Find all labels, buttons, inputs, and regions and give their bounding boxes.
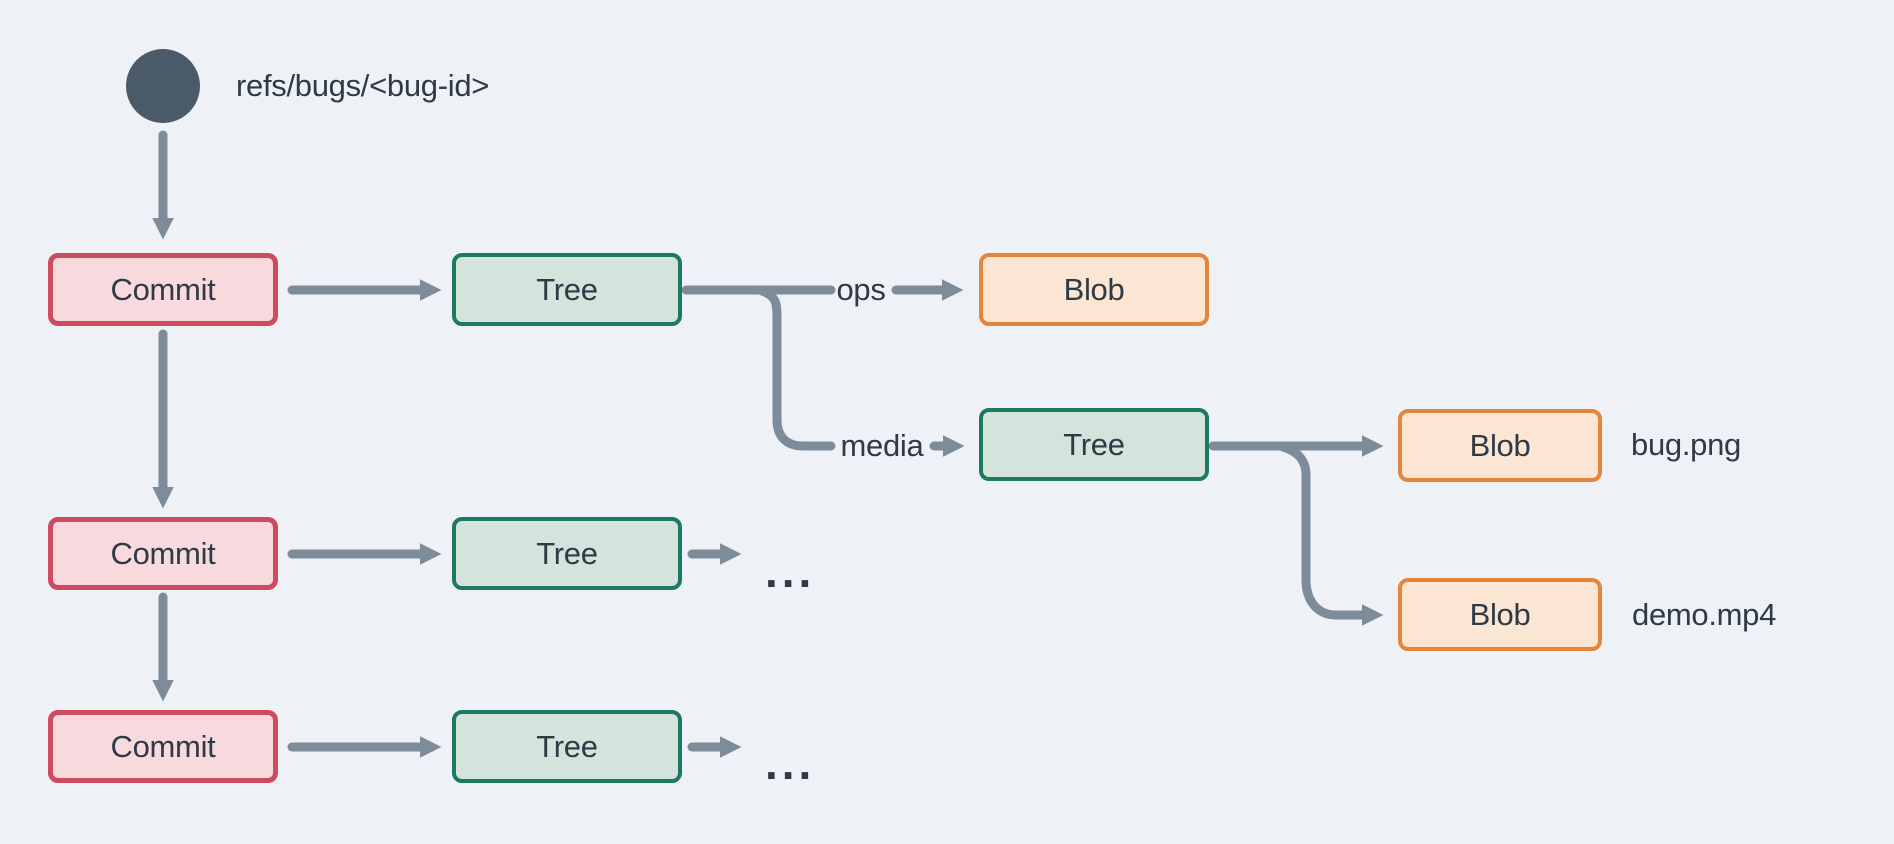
commit-node-2: Commit — [48, 517, 278, 590]
commit-node-3: Commit — [48, 710, 278, 783]
tree-node-root-3: Tree — [452, 710, 682, 783]
file-label-bug: bug.png — [1631, 427, 1741, 462]
edge-label-media: media — [840, 428, 924, 463]
file-label-demo: demo.mp4 — [1632, 597, 1777, 632]
tree-node-root-1: Tree — [452, 253, 682, 326]
tree-node-root-2: Tree — [452, 517, 682, 590]
tree-node-media: Tree — [979, 408, 1209, 481]
blob-node-bug: Blob — [1398, 409, 1602, 482]
edge-tree2-demo — [1278, 442, 1384, 626]
ref-label: refs/bugs/<bug-id> — [236, 68, 490, 103]
ellipsis-row3: ... — [765, 737, 816, 789]
edge-tree1-split-media — [757, 286, 836, 451]
ellipsis-row2: ... — [765, 545, 816, 597]
blob-node-ops: Blob — [979, 253, 1209, 326]
ref-node-icon — [126, 49, 200, 123]
blob-node-demo: Blob — [1398, 578, 1602, 651]
commit-node-1: Commit — [48, 253, 278, 326]
edge-label-ops: ops — [836, 272, 886, 307]
